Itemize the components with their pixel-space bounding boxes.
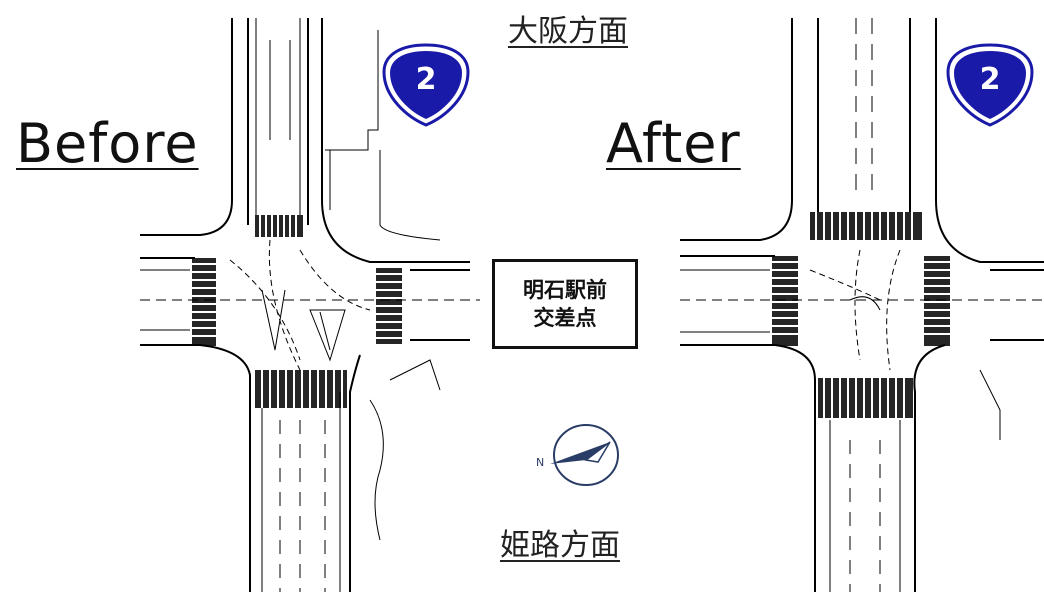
before-road-plan-drawing	[140, 18, 480, 592]
route-shield-icon: 2	[382, 43, 470, 127]
after-road-plan-drawing	[680, 18, 1044, 592]
route-shield-icon: 2	[946, 43, 1034, 127]
compass-icon: N	[536, 424, 619, 486]
compass-letter: N	[536, 456, 544, 469]
before-plan	[0, 0, 480, 592]
after-label: After	[606, 112, 741, 175]
route-shield-number: 2	[980, 62, 1001, 97]
intersection-name-line-1: 明石駅前	[523, 277, 607, 302]
intersection-name-line-2: 交差点	[533, 306, 597, 330]
before-label: Before	[16, 112, 199, 175]
intersection-name-box: 明石駅前 交差点	[492, 259, 638, 349]
after-plan	[560, 0, 1044, 592]
route-shield-number: 2	[416, 62, 437, 97]
south-direction-label: 姫路方面	[500, 528, 620, 563]
north-direction-label: 大阪方面	[508, 14, 628, 49]
